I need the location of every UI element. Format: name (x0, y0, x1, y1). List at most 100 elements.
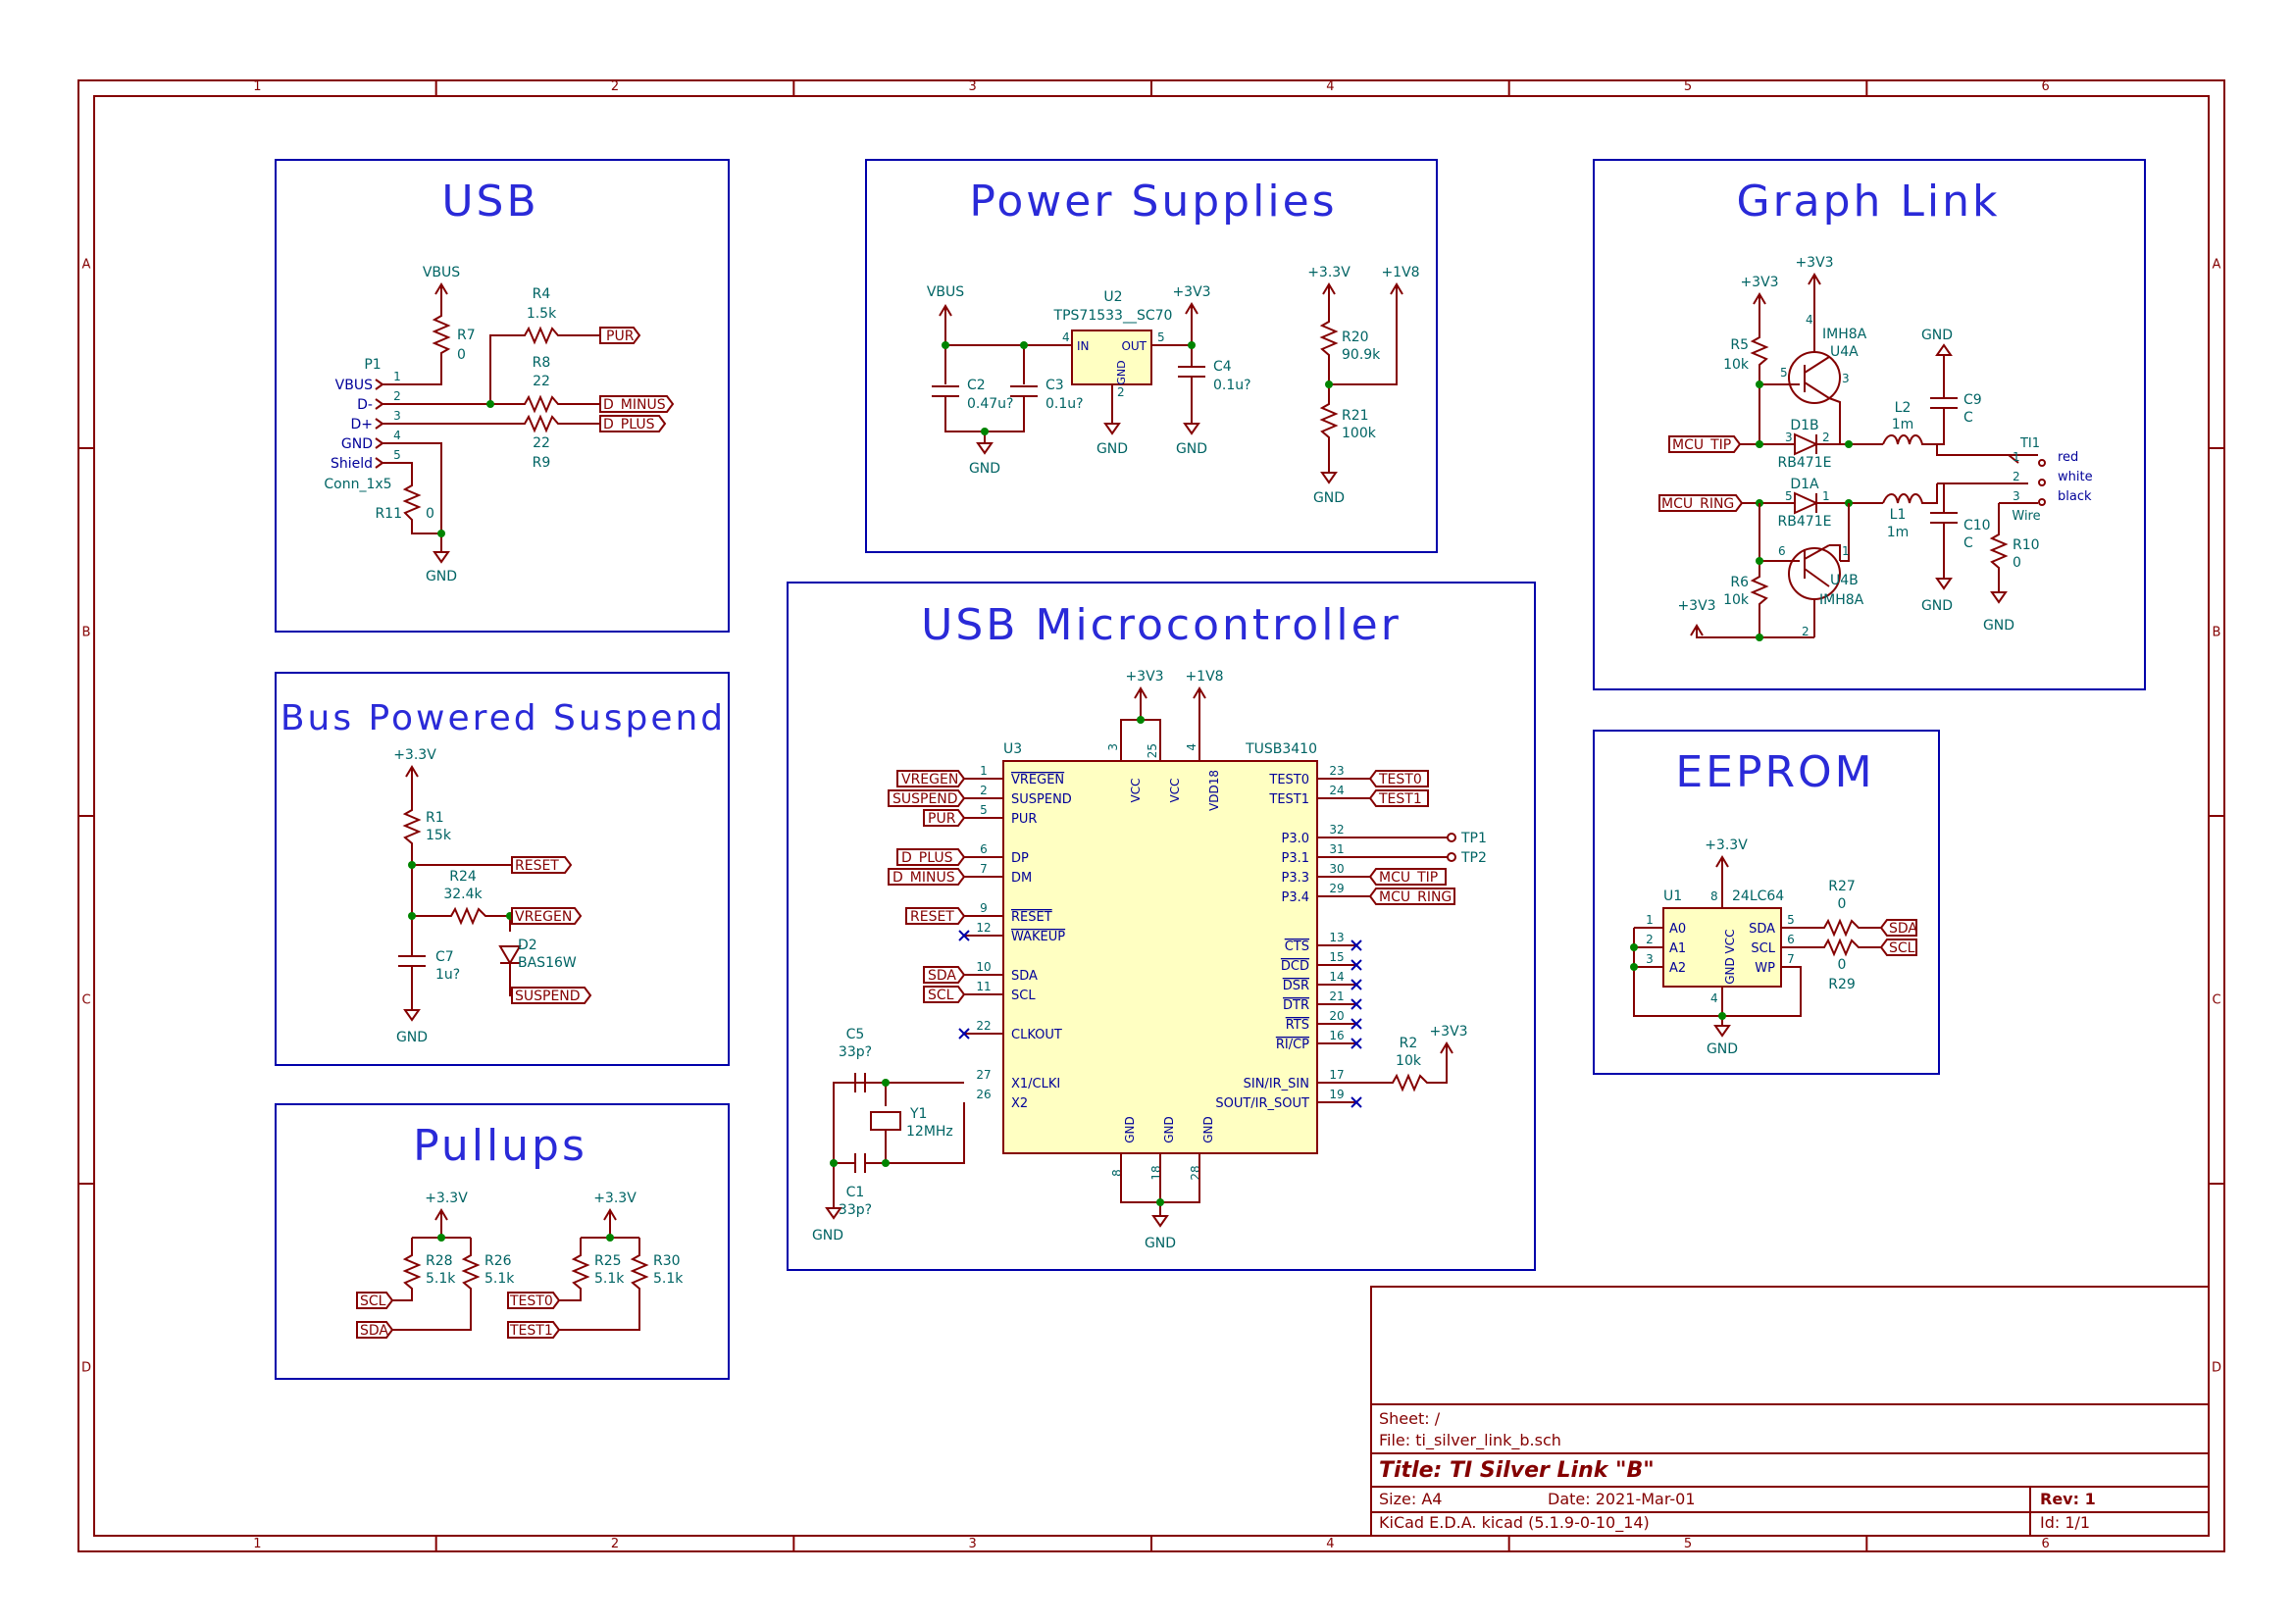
svg-text:TPS71533__SC70: TPS71533__SC70 (1053, 308, 1173, 324)
mcu-net-label: MCU_RING (1379, 889, 1452, 905)
svg-text:+3.3V: +3.3V (1705, 837, 1748, 853)
d-minus-label: D_MINUS (603, 397, 666, 413)
svg-text:SCL: SCL (1889, 940, 1915, 956)
svg-text:3: 3 (1842, 372, 1850, 385)
r8-ref: R8 (533, 355, 551, 371)
svg-text:SCL: SCL (1751, 941, 1775, 956)
mcu-pin-number: 16 (1329, 1029, 1344, 1042)
mcu-pin-name: GND (1201, 1116, 1215, 1143)
usb-pin-number: 5 (393, 448, 401, 462)
frame-row-label: C (81, 993, 90, 1008)
svg-text:GND: GND (1723, 957, 1737, 985)
svg-text:3: 3 (1785, 431, 1793, 444)
usb-pin-name: GND (341, 436, 373, 452)
mcu-pin-name: RI/CP (1276, 1038, 1309, 1052)
svg-text:5: 5 (1787, 913, 1795, 927)
svg-text:+3V3: +3V3 (1429, 1024, 1467, 1040)
mcu-net-label: D_PLUS (901, 850, 953, 866)
svg-text:5.1k: 5.1k (653, 1271, 684, 1287)
power-section-box (865, 159, 1438, 553)
svg-text:1m: 1m (1887, 525, 1910, 540)
svg-text:R21: R21 (1342, 408, 1369, 424)
frame-row-label: D (2212, 1361, 2221, 1376)
svg-text:R20: R20 (1342, 330, 1369, 345)
svg-text:Y1: Y1 (909, 1106, 927, 1122)
tb-id: Id: 1/1 (2040, 1513, 2090, 1532)
svg-text:C4: C4 (1213, 359, 1232, 375)
frame-col-label: 2 (611, 1537, 619, 1551)
svg-text:SDA: SDA (1749, 922, 1775, 937)
svg-text:6: 6 (1787, 933, 1795, 946)
mcu-pin-number: 24 (1329, 784, 1344, 797)
svg-text:10k: 10k (1396, 1053, 1422, 1069)
svg-text:VCC: VCC (1723, 930, 1737, 954)
svg-text:D1B: D1B (1790, 418, 1818, 433)
svg-text:+3V3: +3V3 (1172, 284, 1210, 300)
svg-text:6: 6 (1778, 544, 1786, 558)
svg-text:GND: GND (1921, 598, 1953, 614)
svg-text:4: 4 (1806, 313, 1813, 327)
graph-link-circuit: +3V3 +3V3 R5 10k IMH8A U4A 5 3 4 MCU_TIP… (1658, 255, 2093, 641)
mcu-pin-name: X1/CLKI (1011, 1077, 1060, 1091)
frame-col-label: 6 (2042, 1537, 2050, 1551)
test-point-label: TP2 (1460, 850, 1487, 866)
frame-col-label: 6 (2042, 79, 2050, 94)
svg-text:R10: R10 (2013, 537, 2040, 553)
mcu-pin-name: VCC (1129, 779, 1143, 803)
svg-text:R1: R1 (426, 810, 444, 826)
svg-text:R25: R25 (594, 1253, 622, 1269)
svg-text:C10: C10 (1963, 518, 1991, 533)
svg-text:L2: L2 (1895, 400, 1912, 416)
pur-label: PUR (606, 329, 635, 344)
svg-text:R27: R27 (1828, 879, 1856, 894)
mcu-pin-number: 11 (976, 980, 991, 993)
svg-text:R26: R26 (484, 1253, 512, 1269)
r8-value: 22 (533, 374, 550, 389)
mcu-pin-name: SDA (1011, 969, 1038, 984)
mcu-left-pins: 1VREGENVREGEN2SUSPENDSUSPEND5PURPUR6DPD_… (888, 764, 1072, 1111)
svg-text:5: 5 (1780, 366, 1788, 380)
mcu-pin-number: 12 (976, 921, 991, 935)
mcu-pin-name: GND (1123, 1116, 1137, 1143)
svg-text:7: 7 (1787, 952, 1795, 966)
svg-text:U3: U3 (1003, 741, 1022, 757)
svg-text:C9: C9 (1963, 392, 1982, 408)
svg-text:3: 3 (2013, 489, 2020, 503)
eeprom-section-box (1593, 730, 1940, 1075)
svg-text:100k: 100k (1342, 426, 1377, 441)
svg-text:2: 2 (1646, 933, 1654, 946)
svg-text:Wire: Wire (2012, 509, 2040, 524)
frame-col-label: 1 (253, 1537, 261, 1551)
power-circuit: VBUS GND C20.47u? C30.1u? U2 TPS71533__S… (927, 265, 1420, 506)
svg-text:5.1k: 5.1k (484, 1271, 515, 1287)
mcu-pin-number: 22 (976, 1019, 991, 1033)
mcu-pin-number: 15 (1329, 950, 1344, 964)
svg-text:GND: GND (1145, 1236, 1176, 1251)
usb-pin-number: 2 (393, 389, 401, 403)
mcu-pin-number: 5 (980, 803, 988, 817)
mcu-pin-name: SIN/IR_SIN (1244, 1077, 1309, 1091)
mcu-net-label: MCU_TIP (1379, 870, 1438, 886)
svg-text:GND: GND (1921, 328, 1953, 343)
svg-text:10k: 10k (1723, 592, 1750, 608)
svg-text:+3V3: +3V3 (1740, 275, 1778, 290)
svg-text:R5: R5 (1730, 337, 1749, 353)
svg-text:GND: GND (1096, 441, 1128, 457)
svg-text:SCL: SCL (360, 1294, 386, 1309)
svg-text:1: 1 (1842, 544, 1850, 558)
mcu-pin-name: RTS (1286, 1018, 1309, 1033)
mcu-pin-name: DCD (1281, 959, 1309, 974)
mcu-pin-name: DM (1011, 871, 1032, 886)
svg-text:3: 3 (1646, 952, 1654, 966)
pur-label-shape (599, 327, 641, 344)
svg-text:+3.3V: +3.3V (393, 747, 436, 763)
mcu-pin-name: CTS (1285, 939, 1309, 954)
mcu-net-label: SDA (928, 968, 956, 984)
mcu-net-label: TEST1 (1378, 791, 1422, 807)
mcu-pin-name: VDD18 (1207, 770, 1221, 811)
svg-text:12MHz: 12MHz (906, 1124, 953, 1140)
mcu-pin-number: 7 (980, 862, 988, 876)
tb-file: File: ti_silver_link_b.sch (1379, 1431, 1561, 1450)
